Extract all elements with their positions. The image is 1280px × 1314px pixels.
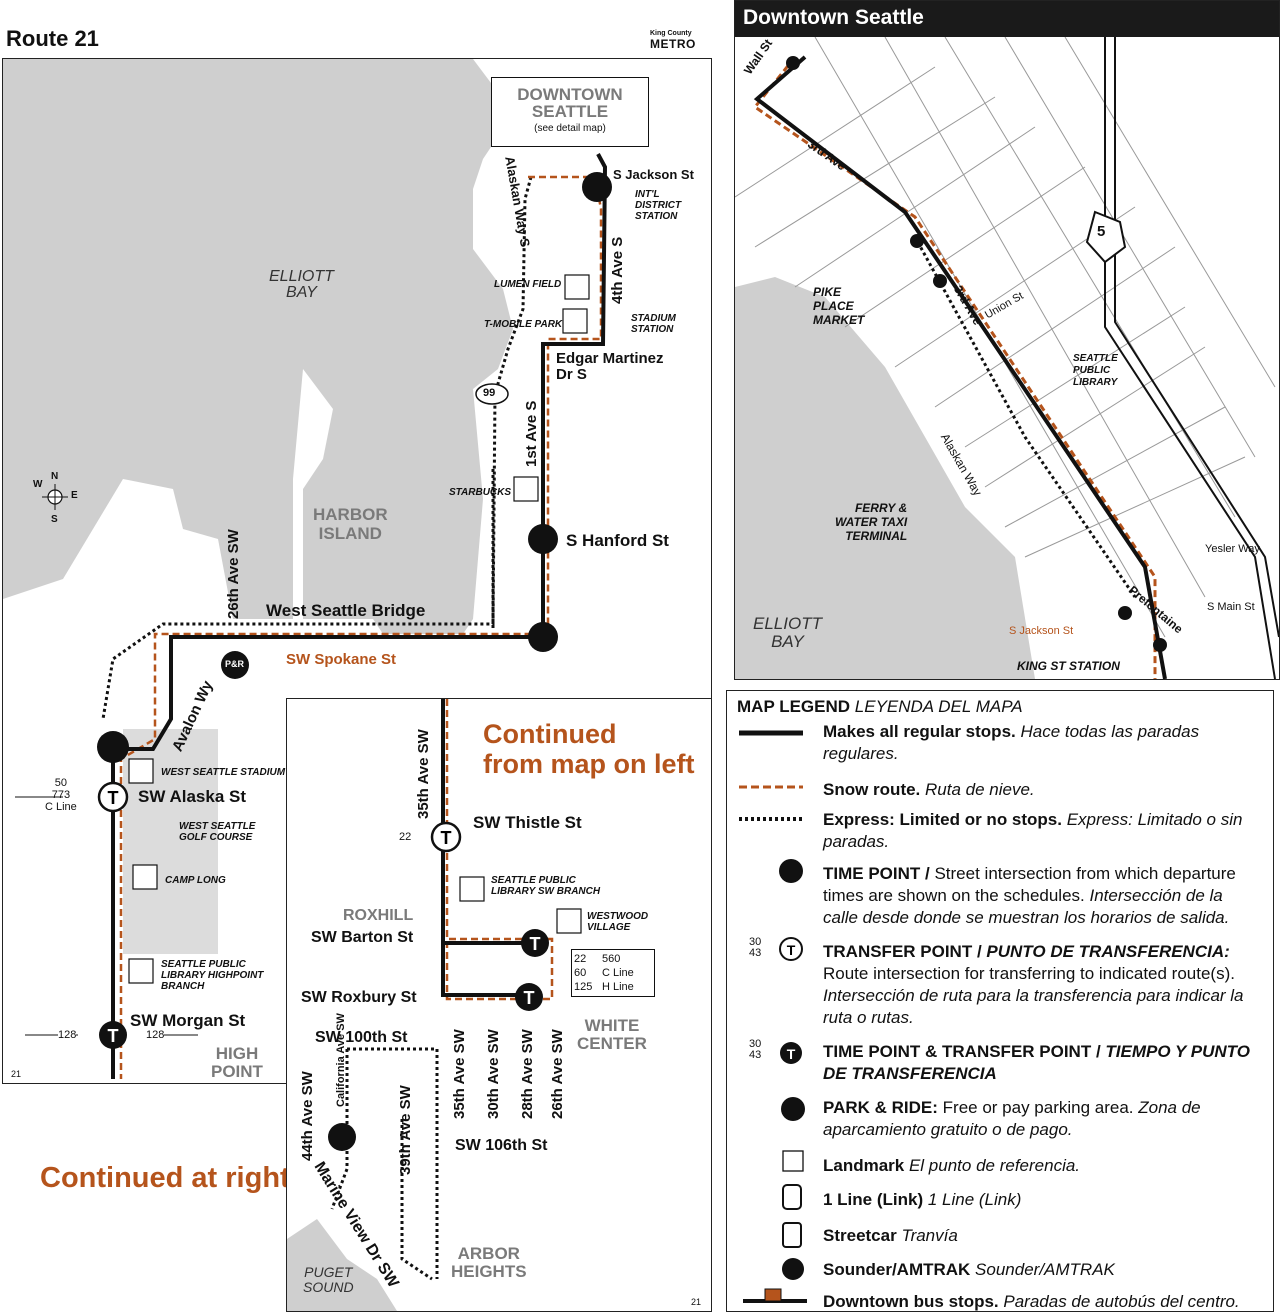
main-map-graphics: T T xyxy=(3,59,612,1079)
landmark-lumen: LUMEN FIELD xyxy=(494,279,562,290)
street-edgar: Edgar Martinez Dr S xyxy=(556,350,664,383)
landmark-golf: WEST SEATTLE GOLF COURSE xyxy=(179,821,256,843)
transfer-point-alaska[interactable] xyxy=(97,781,129,813)
landmark-stadium: STADIUM STATION xyxy=(631,313,676,335)
downtown-box[interactable]: DOWNTOWN SEATTLE (see detail map) xyxy=(491,77,649,147)
street-4th: 4th Ave S xyxy=(609,236,626,304)
time-point-avalon[interactable] xyxy=(97,731,129,763)
park-ride-icon xyxy=(221,651,249,679)
landmark-starbucks: STARBUCKS xyxy=(449,487,512,498)
route-title: Route 21 xyxy=(6,26,99,51)
time-point-hanford[interactable] xyxy=(528,524,558,554)
continued-right-label: Continued at right xyxy=(40,1162,290,1194)
downtown-title: Downtown Seattle xyxy=(735,1,1279,37)
svg-text:T: T xyxy=(441,828,452,848)
street-alaska: SW Alaska St xyxy=(138,787,247,806)
landmark-ws-stadium: WEST SEATTLE STADIUM xyxy=(161,767,286,778)
svg-text:T: T xyxy=(108,788,119,808)
compass-icon xyxy=(42,484,68,510)
metro-logo: King County METRO xyxy=(650,30,696,51)
svg-text:T: T xyxy=(108,1026,119,1046)
regular-route xyxy=(111,153,608,1079)
time-point-spokane[interactable] xyxy=(528,622,558,652)
timepoint-transfer-morgan[interactable] xyxy=(99,1021,127,1049)
time-point-jackson[interactable] xyxy=(582,172,612,202)
svg-text:T: T xyxy=(787,1046,796,1062)
landmark-intl: INT'L DISTRICT STATION xyxy=(635,189,682,222)
svg-text:T: T xyxy=(530,934,541,954)
hwy-99-label: 99 xyxy=(483,387,496,399)
street-spokane: SW Spokane St xyxy=(286,651,397,668)
street-bridge: West Seattle Bridge xyxy=(266,601,426,620)
landmark-library: SEATTLE PUBLIC LIBRARY HIGHPOINT BRANCH xyxy=(161,959,264,992)
svg-text:T: T xyxy=(787,942,796,958)
street-jackson: S Jackson St xyxy=(613,167,694,182)
svg-text:T: T xyxy=(524,988,535,1008)
street-1st: 1st Ave S xyxy=(523,400,540,467)
alaska-transfers: 50 773 C Line xyxy=(45,777,77,813)
landmark-tmobile: T-MOBILE PARK xyxy=(484,319,563,330)
elliott-bay-water xyxy=(3,59,513,634)
pr-label: P&R xyxy=(225,659,245,669)
street-morgan: SW Morgan St xyxy=(130,1011,246,1030)
street-26th: 26th Ave SW xyxy=(225,529,242,619)
street-hanford: S Hanford St xyxy=(566,531,669,550)
landmark-camp: CAMP LONG xyxy=(165,875,226,886)
